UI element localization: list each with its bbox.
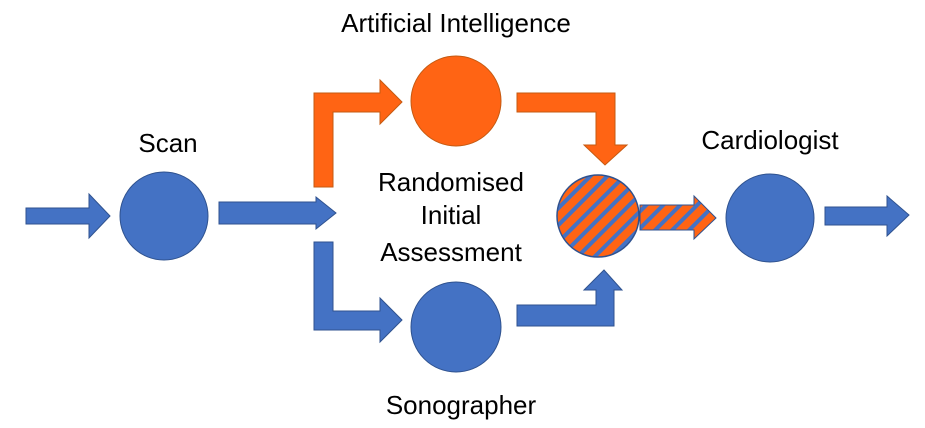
randomised-label-line1: Randomised xyxy=(378,167,524,197)
scan-label: Scan xyxy=(138,128,197,158)
output-arrow xyxy=(824,194,910,238)
scan-node xyxy=(119,171,209,261)
sonographer-to-combined-arrow xyxy=(516,269,624,327)
cardiologist-label: Cardiologist xyxy=(701,125,839,155)
combined-to-cardiologist-arrow xyxy=(639,194,717,241)
sonographer-label: Sonographer xyxy=(386,390,537,420)
input-arrow xyxy=(25,192,111,240)
ai-node xyxy=(410,55,502,147)
cardiologist-node xyxy=(725,173,815,263)
scan-to-randomisation-arrow xyxy=(218,195,337,231)
randomisation-to-ai-arrow xyxy=(313,78,403,188)
randomised-label-line2: Initial xyxy=(421,200,482,230)
combined-assessment-node xyxy=(556,174,640,258)
sonographer-node xyxy=(410,281,502,373)
randomisation-to-sonographer-arrow xyxy=(313,241,403,344)
randomised-label-line3: Assessment xyxy=(380,237,522,267)
ai-to-combined-arrow xyxy=(516,92,629,166)
ai-label: Artificial Intelligence xyxy=(341,8,571,38)
